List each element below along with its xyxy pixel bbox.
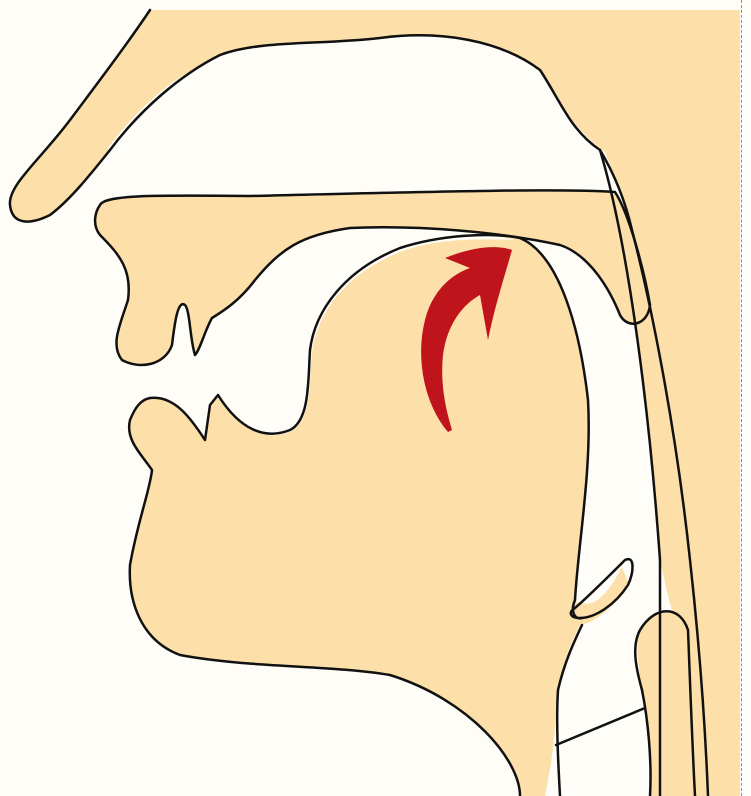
- right-edge-dashed-border: [741, 0, 751, 796]
